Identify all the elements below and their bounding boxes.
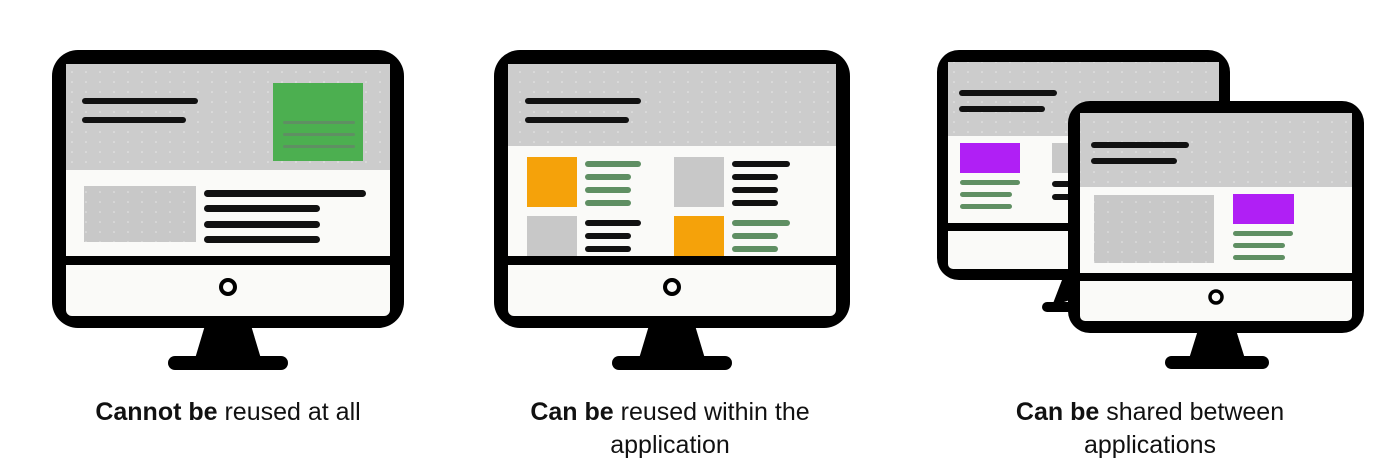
caption-not-reusable: Cannot be reused at all bbox=[38, 396, 418, 429]
monitor-reusable-within-app bbox=[494, 50, 850, 370]
header-text-line bbox=[1091, 158, 1177, 164]
header-text-line bbox=[959, 106, 1045, 112]
body-text-line bbox=[204, 236, 320, 243]
body-text-line bbox=[204, 205, 320, 212]
power-button-icon bbox=[219, 278, 237, 296]
monitor-not-reusable bbox=[52, 50, 404, 370]
caption-text: shared between applications bbox=[1083, 398, 1285, 459]
monitor-chin-divider bbox=[66, 256, 390, 265]
power-button-icon bbox=[663, 278, 681, 296]
monitor-front-app bbox=[1068, 101, 1364, 369]
header-text-line bbox=[525, 117, 629, 123]
header-text-line bbox=[82, 98, 198, 104]
reusable-card bbox=[674, 157, 790, 207]
reusable-card bbox=[527, 157, 641, 207]
caption-bold: Can be bbox=[530, 398, 614, 426]
header-text-line bbox=[1091, 142, 1189, 148]
power-button-icon bbox=[1208, 289, 1224, 305]
caption-shared-between-apps: Can be shared between applications bbox=[950, 396, 1350, 462]
caption-bold: Cannot be bbox=[95, 398, 218, 426]
shared-component-block bbox=[960, 143, 1020, 209]
caption-text: reused within the application bbox=[610, 398, 810, 459]
monitor-chin-divider bbox=[508, 256, 836, 265]
reusable-card bbox=[527, 216, 641, 258]
monitor-stand bbox=[1165, 330, 1269, 369]
header-text-line bbox=[525, 98, 641, 104]
monitor-stand bbox=[168, 322, 288, 370]
shared-component-block bbox=[1233, 194, 1294, 260]
header-text-line bbox=[82, 117, 186, 123]
monitor-stand bbox=[612, 322, 732, 370]
monitor-chin-divider bbox=[1080, 273, 1352, 281]
body-text-line bbox=[204, 221, 320, 228]
body-text-line bbox=[204, 190, 366, 197]
hardcoded-component-block bbox=[273, 83, 363, 161]
caption-text: reused at all bbox=[217, 398, 361, 426]
reusable-card bbox=[674, 216, 790, 258]
caption-bold: Can be bbox=[1015, 398, 1100, 426]
caption-reusable-within-app: Can be reused within the application bbox=[470, 396, 870, 462]
header-text-line bbox=[959, 90, 1057, 96]
